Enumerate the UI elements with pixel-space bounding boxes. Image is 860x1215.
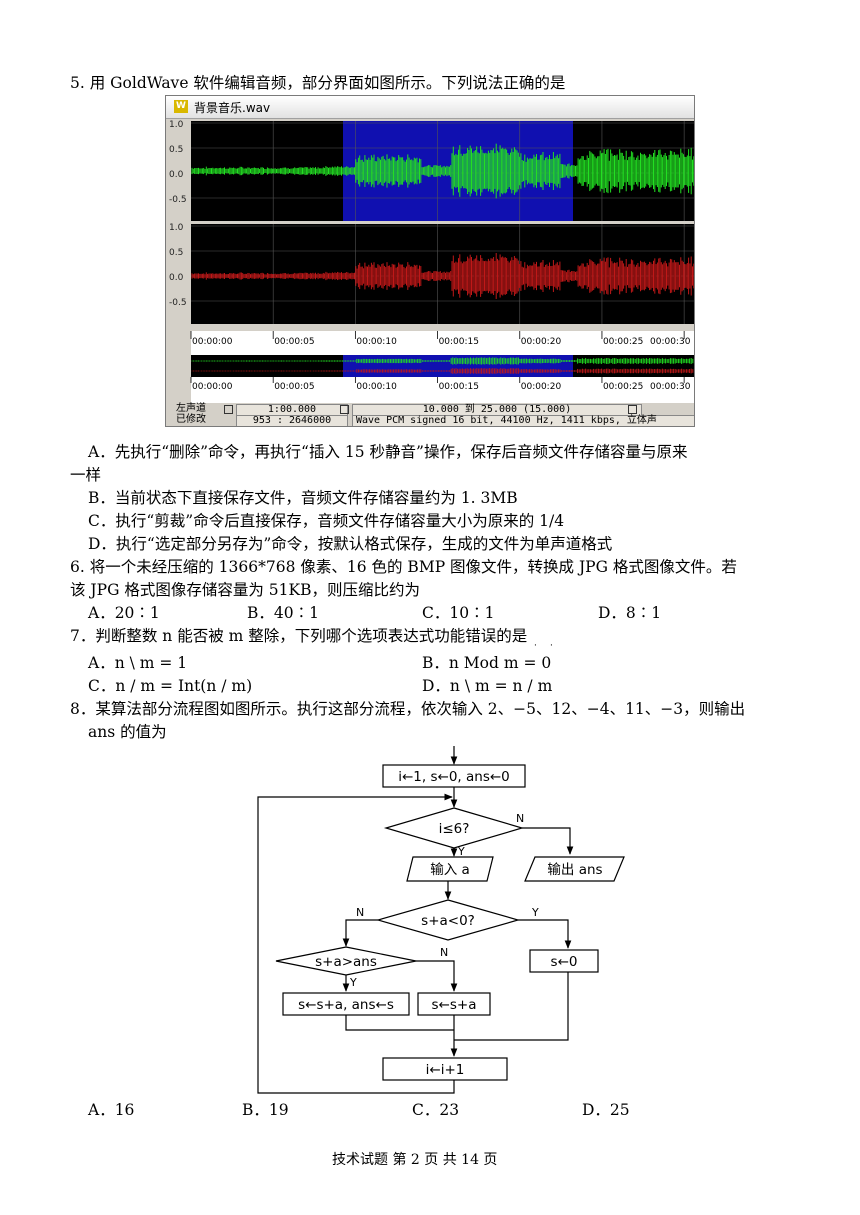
q7-stem-pre: 7．判断整数 n 能否被 m 整除，下列哪个选项表达式功能 xyxy=(70,627,466,645)
q6-option-d: D．8∶1 xyxy=(598,604,662,622)
y-tick-label: 1.0 xyxy=(169,223,184,233)
q6-option-a: A．20∶1 xyxy=(88,604,160,622)
q8-option-a: A．16 xyxy=(88,1101,135,1119)
time-label: 00:00:15 xyxy=(439,382,479,392)
cond3-text: s+a>ans xyxy=(315,954,377,970)
output-text: 输出 ans xyxy=(547,862,602,878)
time-label: 00:00:20 xyxy=(521,337,562,347)
cond3-y-label: Y xyxy=(349,976,357,989)
q5-option-b: B．当前状态下直接保存文件，音频文件存储容量约为 1. 3MB xyxy=(88,489,518,507)
q7-option-b: B．n Mod m = 0 xyxy=(422,654,552,672)
y-tick-label: 0.0 xyxy=(169,273,184,283)
waveform-panel: 1.0 0.5 0.0 -0.5 1.0 0.5 0.0 -0.5 00:00:00 00:00… xyxy=(166,119,694,405)
emphasis-dot-1: · xyxy=(534,641,537,651)
reset-text: s←0 xyxy=(551,954,578,970)
q7-option-c: C．n / m = Int(n / m) xyxy=(88,677,253,695)
cond2-y-label: Y xyxy=(531,906,539,919)
channel-dropdown-icon[interactable] xyxy=(224,405,233,414)
format-field: Wave PCM signed 16 bit, 44100 Hz, 1411 k… xyxy=(352,415,694,426)
time-label: 00:00:20 xyxy=(521,382,562,392)
time-label: 00:00:15 xyxy=(439,337,479,347)
samples-field: 953 : 2646000 xyxy=(236,415,348,426)
q8-option-b: B．19 xyxy=(242,1101,289,1119)
reset-box xyxy=(529,949,599,973)
left-channel-waveform xyxy=(191,143,694,199)
y-tick-label: 0.0 xyxy=(169,170,184,180)
q7-emphasis-1: 错 xyxy=(465,627,481,645)
window-title-bar: W 背景音乐.wav xyxy=(166,96,694,119)
update-max-text: s←s+a, ans←s xyxy=(298,997,394,1013)
modified-label: 已修改 xyxy=(176,414,206,425)
q6-option-b: B．40∶1 xyxy=(247,604,319,622)
right-channel-waveform xyxy=(191,253,694,299)
cond1-n-label: N xyxy=(516,812,524,825)
q6-stem-line1: 6. 将一个未经压缩的 1366*768 像素、16 色的 BMP 图像文件，转… xyxy=(70,558,737,576)
time-label: 00:00:25 xyxy=(603,337,643,347)
q8-option-d: D．25 xyxy=(582,1101,630,1119)
goldwave-window: W 背景音乐.wav 1.0 0.5 0.0 -0.5 1.0 0.5 0.0 -0.5 00… xyxy=(165,95,695,427)
page-footer: 技术试题 第 2 页 共 14 页 xyxy=(332,1152,498,1168)
y-tick-label: -0.5 xyxy=(169,195,187,205)
time-label: 00:00:10 xyxy=(356,382,397,392)
q5-option-a-cont: 一样 xyxy=(70,466,102,484)
status-bar: 左声道 1:00.000 10.000 到 25.000 (15.000) 已修… xyxy=(166,404,694,426)
duration-dropdown-icon[interactable] xyxy=(340,405,349,414)
q7-option-d: D．n \ m = n / m xyxy=(422,677,553,695)
y-tick-label: 1.0 xyxy=(169,120,184,130)
increment-text: i←i+1 xyxy=(426,1062,465,1078)
q5-option-d: D．执行“选定部分另存为”命令，按默认格式保存，生成的文件为单声道格式 xyxy=(88,535,613,553)
time-label: 00:00:05 xyxy=(274,337,314,347)
q5-option-a: A．先执行“删除”命令，再执行“插入 15 秒静音”操作，保存后音频文件存储容量… xyxy=(88,443,688,461)
time-label: 00:00:10 xyxy=(356,337,397,347)
y-tick-label: 0.5 xyxy=(169,145,183,155)
condition-sum-negative-diamond xyxy=(375,899,521,941)
time-label: 00:00:25 xyxy=(603,382,643,392)
channel-label: 左声道 xyxy=(176,403,206,414)
q7-stem-post: 的是 xyxy=(496,627,528,645)
increment-box xyxy=(382,1057,508,1081)
cond2-n-label: N xyxy=(356,906,364,919)
cond1-y-label: Y xyxy=(457,845,465,858)
y-tick-label: 0.5 xyxy=(169,248,183,258)
time-label: 00:00:30 xyxy=(650,382,691,392)
time-label: 00:00:00 xyxy=(192,382,233,392)
q7-emphasis-2: 误 xyxy=(480,627,497,645)
q6-stem-line2: 该 JPG 格式图像存储容量为 51KB，则压缩比约为 xyxy=(70,581,421,599)
cond2-text: s+a<0? xyxy=(421,913,475,929)
q7-stem: 7．判断整数 n 能否被 m 整除，下列哪个选项表达式功能错误的是 xyxy=(70,626,527,646)
q5-stem: 5. 用 GoldWave 软件编辑音频，部分界面如图所示。下列说法正确的是 xyxy=(70,74,566,92)
q6-option-c: C．10∶1 xyxy=(422,604,495,622)
q7-option-a: A．n \ m = 1 xyxy=(88,654,188,672)
time-label: 00:00:00 xyxy=(192,337,233,347)
output-parallelogram xyxy=(524,856,625,882)
time-label: 00:00:05 xyxy=(274,382,314,392)
window-title: 背景音乐.wav xyxy=(194,101,271,115)
input-text: 输入 a xyxy=(430,862,470,878)
goldwave-logo-icon: W xyxy=(174,100,188,113)
q8-option-c: C．23 xyxy=(412,1101,460,1119)
y-tick-label: -0.5 xyxy=(169,298,187,308)
emphasis-dot-2: · xyxy=(550,641,553,651)
q5-option-c: C．执行“剪裁”命令后直接保存，音频文件存储容量大小为原来的 1/4 xyxy=(88,512,565,530)
selection-dropdown-icon[interactable] xyxy=(628,405,637,414)
init-text: i←1, s←0, ans←0 xyxy=(398,769,510,785)
q8-stem-line1: 8．某算法部分流程图如图所示。执行这部分流程，依次输入 2、−5、12、−4、1… xyxy=(70,700,746,718)
input-parallelogram xyxy=(406,856,494,882)
cond3-n-label: N xyxy=(440,946,448,959)
cond1-text: i≤6? xyxy=(439,821,470,837)
time-label: 00:00:30 xyxy=(650,337,691,347)
q8-stem-line2: ans 的值为 xyxy=(88,723,167,741)
accumulate-text: s←s+a xyxy=(432,997,477,1013)
